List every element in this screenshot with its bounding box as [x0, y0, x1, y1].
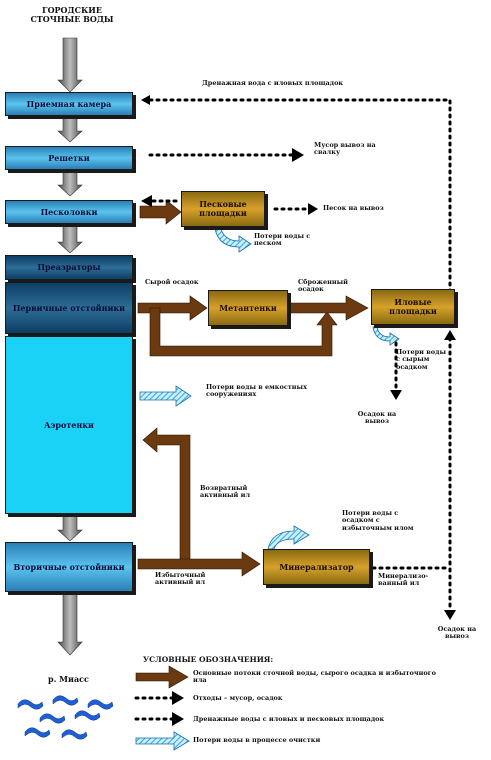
legend-item-losses: Потери воды в процессе очистки — [193, 736, 321, 744]
legend-brown-arrow — [135, 665, 189, 689]
arrow-return-sludge — [142, 427, 191, 563]
arrow-peskolovki-to-preaeratory — [57, 224, 83, 254]
label-pesok: Песок на вывоз — [323, 204, 384, 212]
dotted-arrowheads — [141, 95, 456, 726]
wave — [39, 713, 66, 724]
box-vtorichnye-otstoiniki: Вторичные отстойники — [5, 542, 133, 592]
label-river: р. Миасс — [48, 674, 89, 684]
legend-loss-arrow — [135, 731, 190, 751]
main-column-arrows — [57, 37, 83, 656]
pesok-arrowhead — [308, 203, 318, 215]
label-musor: Мусор вывоз на свалку — [314, 141, 376, 157]
mineralizator-arrowhead — [444, 610, 456, 620]
wave — [61, 729, 88, 740]
brown-flows — [135, 199, 369, 689]
label-poteri-pesok: Потери воды с песком — [254, 232, 311, 248]
loss-arrow-sand — [214, 228, 252, 253]
wave — [74, 710, 101, 721]
wave — [87, 699, 114, 710]
arrow-vtorichnye-to-river — [57, 593, 83, 656]
label-sbrozhenny-osadok: Сброженный осадок — [298, 278, 348, 294]
loss-arrow-mineralizator — [267, 525, 310, 550]
arrow-priemnaya-to-reshetki — [57, 116, 83, 143]
legend-dotted-arrowhead-2 — [172, 712, 184, 726]
wave — [52, 695, 79, 706]
arrow-sludge-loop — [149, 307, 338, 357]
legend-item-drainage: Дренажные воды с иловых и песковых площа… — [193, 715, 385, 723]
loss-arrow-ilovye — [372, 326, 400, 346]
box-preaeratory: Преаэраторы — [5, 255, 133, 280]
legend-title: УСЛОВНЫЕ ОБОЗНАЧЕНИЯ: — [143, 655, 274, 664]
arrow-primary-to-metantenki — [137, 295, 208, 321]
dotted-lines — [134, 98, 452, 721]
peskolovki-back-arrowhead — [141, 195, 152, 207]
wave — [24, 727, 51, 738]
label-syroi-osadok: Сырой осадок — [145, 278, 199, 286]
legend-item-main-flows: Основные потоки сточной воды, сырого оса… — [193, 669, 436, 685]
drainage-top-arrowhead — [141, 95, 150, 105]
box-ilovye-ploshchadki: Иловые площадки — [371, 289, 455, 325]
label-osadok-vyvoz-1: Осадок на вывоз — [357, 410, 397, 426]
dotted-drainage-top — [148, 98, 452, 308]
label-osadok-vyvoz-2: Осадок на вывоз — [437, 625, 477, 641]
label-poteri-izbytochny: Потери воды с осадком с избыточным илом — [342, 509, 414, 532]
legend-dotted-arrowhead-1 — [172, 691, 184, 705]
label-vozvratny-il: Возвратный активный ил — [200, 484, 251, 500]
label-drainage-top: Дренажная вода с иловых площадок — [202, 79, 344, 87]
source-title: ГОРОДСКИЕ СТОЧНЫЕ ВОДЫ — [30, 5, 114, 25]
box-reshetki: Решетки — [5, 146, 133, 170]
river-waves — [17, 695, 114, 740]
box-peskolovki: Песколовки — [5, 200, 133, 224]
arrow-secondary-to-mineralizator — [137, 551, 261, 577]
box-aerotenki: Аэротенки — [5, 336, 133, 514]
box-mineralizator: Минерализатор — [263, 549, 370, 585]
wave — [17, 699, 44, 710]
box-pervichnye-otstoiniki: Первичные отстойники — [5, 282, 133, 334]
ilovye-up-arrowhead — [444, 330, 456, 340]
label-poteri-emkost: Потери воды в емкостных сооружениях — [206, 383, 307, 399]
arrow-metantenki-to-ilovye — [288, 295, 369, 321]
label-poteri-osadok: Потери воды с сырым осадком — [396, 348, 446, 371]
loss-arrow-emkost — [139, 385, 192, 407]
label-izbytochny-il: Избыточный активный ил — [155, 571, 206, 587]
box-priemnaya-kamera: Приемная камера — [5, 92, 133, 116]
arrow-source-to-priemnaya — [57, 37, 83, 93]
arrow-reshetki-to-peskolovki — [57, 170, 83, 197]
legend-item-waste: Отходы – мусор, осадок — [193, 694, 283, 702]
box-peschanye-ploshchadki: Песковые площадки — [181, 191, 265, 227]
box-metantenki: Метантенки — [208, 290, 288, 326]
musor-arrowhead — [292, 148, 304, 162]
label-mineralizovanny-il: Минерализо-ванный ил — [378, 572, 429, 588]
ilovye-down-arrowhead — [390, 390, 402, 400]
arrow-aerotenki-to-vtorichnye — [57, 515, 83, 542]
loss-arrows — [135, 228, 400, 751]
